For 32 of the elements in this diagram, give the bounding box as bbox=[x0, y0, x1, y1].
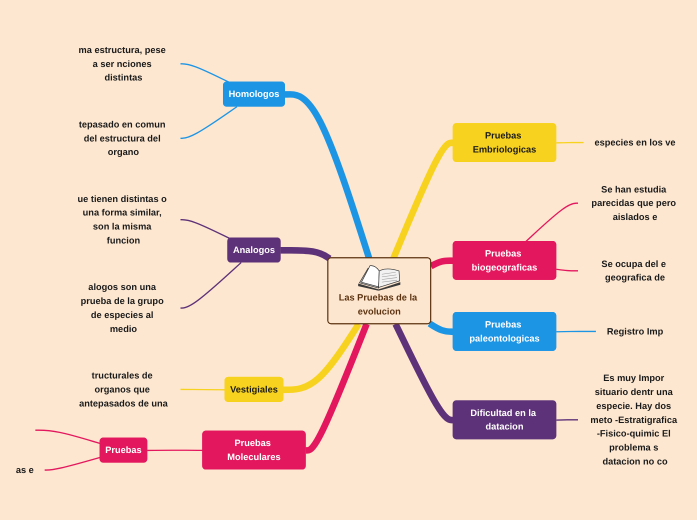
node-text: Se ocupa del e geografica de bbox=[601, 258, 666, 283]
node-text: Se han estudia parecidas que pero aislados e bbox=[591, 184, 676, 222]
node-text: Es muy Impor situario dentr una especie. Hay dos meto -Estratigrafica -Fisico-quimic El problema s datacion no co bbox=[590, 372, 678, 466]
connector bbox=[525, 202, 578, 242]
node-text: ue tienen distintas o una forma similar, son la misma funcion bbox=[78, 193, 167, 246]
connector bbox=[180, 219, 230, 240]
node-text: alogos son una prueba de la grupo de especies al medio bbox=[80, 282, 164, 334]
connector bbox=[556, 419, 578, 421]
node-text: tepasado en comun del estructura del organo bbox=[78, 118, 166, 158]
connector bbox=[392, 322, 455, 424]
connector bbox=[180, 262, 242, 309]
connector bbox=[284, 91, 372, 260]
connector bbox=[304, 322, 370, 454]
connector bbox=[428, 320, 455, 336]
connector bbox=[180, 106, 238, 139]
connector bbox=[180, 388, 226, 390]
connector bbox=[180, 63, 230, 83]
connector bbox=[556, 330, 596, 332]
connector bbox=[147, 450, 203, 452]
connector bbox=[280, 246, 332, 262]
connector bbox=[35, 430, 100, 444]
connector bbox=[44, 456, 100, 471]
connector bbox=[556, 142, 584, 144]
node-text: tructurales de organos que antepasados de una bbox=[79, 370, 168, 408]
connector bbox=[556, 268, 578, 272]
node-text: ma estructura, pese a ser nciones distintas bbox=[78, 44, 166, 83]
connector bbox=[429, 257, 455, 270]
node-text: as e bbox=[16, 464, 34, 475]
node-text: Registro Imp bbox=[606, 326, 664, 336]
connector bbox=[390, 140, 455, 260]
connector bbox=[283, 322, 362, 394]
node-text: especies en los ve bbox=[594, 136, 676, 148]
